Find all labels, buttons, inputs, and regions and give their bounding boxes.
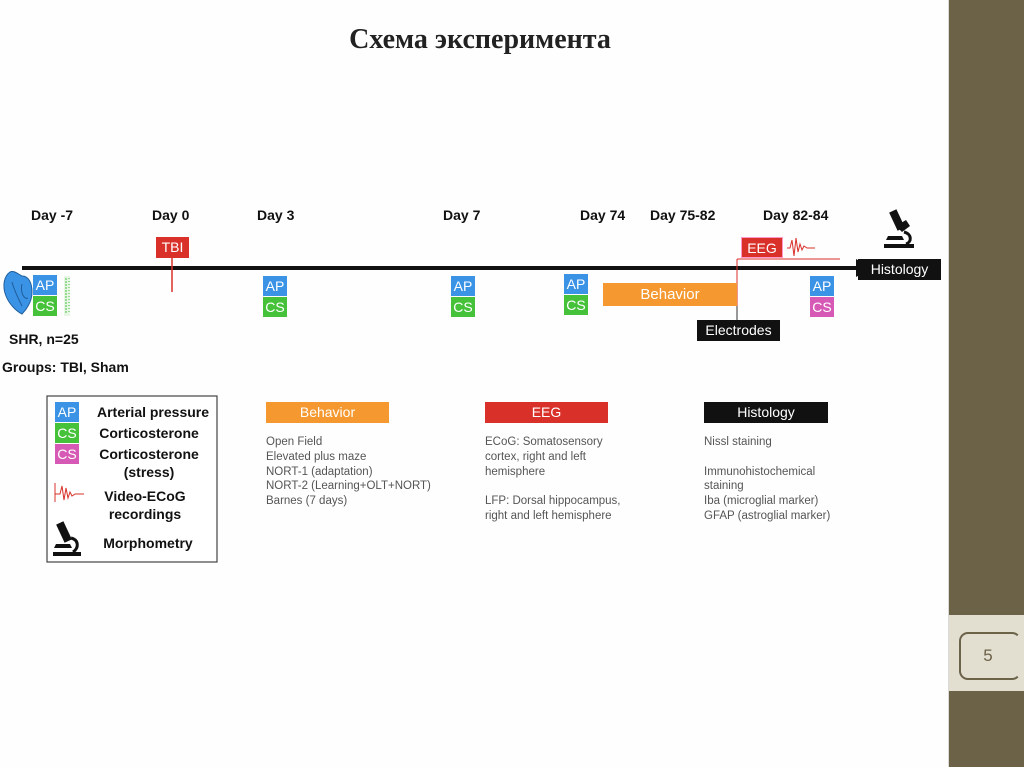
legend-morph-label: Morphometry (103, 535, 193, 551)
behavior-box: Behavior (603, 283, 737, 306)
ecog-strip-icon (64, 276, 70, 316)
cs-tag-day3: CS (263, 297, 287, 317)
legend-cs-stress-tag: CS (55, 444, 79, 464)
legend-microscope-icon (53, 521, 81, 556)
animals-label: SHR, n=25 (9, 331, 79, 347)
slide-title: Схема эксперимента (349, 24, 611, 55)
day-label-minus7: Day -7 (31, 207, 74, 223)
page-number-frame (959, 632, 1021, 680)
timeline-graphics (3, 209, 914, 563)
cs-tag-day74: CS (564, 295, 588, 315)
behavior-detail-header: Behavior (266, 402, 389, 423)
ap-tag-day3: AP (263, 276, 287, 296)
eeg-box: EEG (741, 237, 783, 258)
legend-cs-label: Corticosterone (99, 425, 199, 441)
cs-tag-day7: CS (451, 297, 475, 317)
eeg-trace-icon (787, 237, 815, 257)
microscope-icon (884, 209, 914, 248)
legend-ap-tag: AP (55, 402, 79, 422)
day-label-3: Day 3 (257, 207, 295, 223)
histology-detail-header: Histology (704, 402, 828, 423)
slide-canvas (948, 0, 949, 767)
eeg-detail-text: ECoG: Somatosensory cortex, right and le… (485, 436, 621, 522)
electrodes-box: Electrodes (697, 320, 780, 341)
groups-label: Groups: TBI, Sham (2, 359, 129, 375)
histology-timeline-box: Histology (858, 259, 941, 280)
page-number: 5 (983, 646, 993, 665)
day-label-82-84: Day 82-84 (763, 207, 829, 223)
day-label-7: Day 7 (443, 207, 481, 223)
legend-ecog-icon (54, 483, 84, 502)
legend-cs-stress-label: Corticosterone (stress) (99, 446, 199, 480)
eeg-detail-header: EEG (485, 402, 608, 423)
legend-ecog-label: Video-ECoG recordings (104, 488, 186, 522)
cs-stress-tag-day82: CS (810, 297, 834, 317)
heart-icon (3, 271, 33, 315)
behavior-detail-text: Open Field Elevated plus maze NORT-1 (ad… (266, 436, 431, 508)
day-label-75-82: Day 75-82 (650, 207, 716, 223)
cs-tag-day-minus7: CS (33, 296, 57, 316)
ap-tag-day82: AP (810, 276, 834, 296)
legend-ap-label: Arterial pressure (96, 404, 210, 420)
ap-tag-day-minus7: AP (33, 275, 57, 295)
tbi-box: TBI (156, 237, 189, 258)
histology-detail-text: Nissl staining Immunohistochemical stain… (704, 436, 831, 522)
day-label-0: Day 0 (152, 207, 190, 223)
ap-tag-day74: AP (564, 274, 588, 294)
legend-cs-tag: CS (55, 423, 79, 443)
ap-tag-day7: AP (451, 276, 475, 296)
day-label-74: Day 74 (580, 207, 626, 223)
